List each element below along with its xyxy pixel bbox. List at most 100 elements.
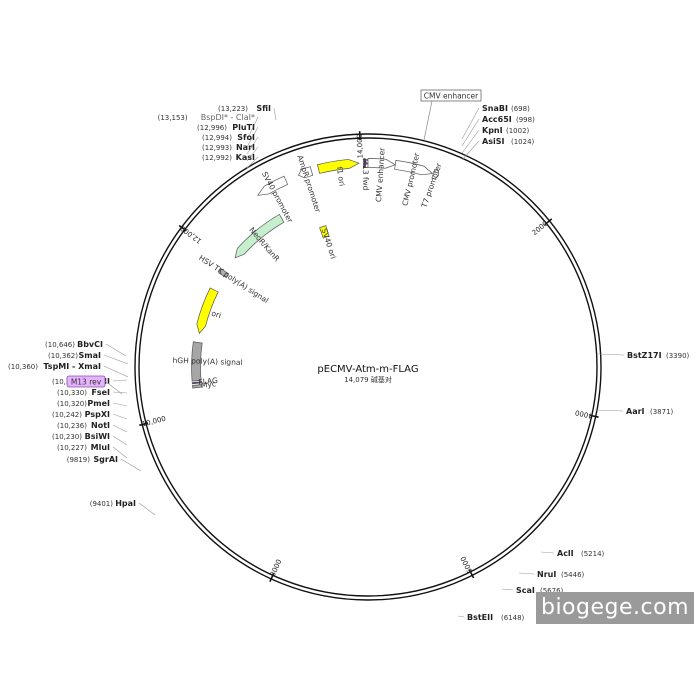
enzyme-leader <box>501 588 514 591</box>
feature-label-hgh-poly-a-signal: hGH poly(A) signal <box>172 356 242 367</box>
enzyme-kpni: KpnI(1002) <box>461 126 530 154</box>
enzyme-leader <box>518 572 535 575</box>
enzyme-leader <box>540 551 555 554</box>
tick-mark <box>139 422 149 427</box>
enzyme-sfii: SfiI (13,223) <box>218 104 277 121</box>
feature-label-myc: Myc <box>200 379 216 390</box>
enzyme-position: (6148) <box>501 614 525 622</box>
enzyme-nrui: NruI(5446) <box>518 570 585 579</box>
enzyme-leader <box>112 379 128 382</box>
enzyme-position: (9819) <box>67 456 91 464</box>
enzyme-name: TspMI - XmaI <box>43 362 101 371</box>
enhancer-box: CMV enhancer <box>420 89 482 141</box>
enzyme-position: (12,993) <box>202 144 232 152</box>
enzyme-pspxi: PspXI(10,242) <box>52 410 128 420</box>
feature-cmv-promoter <box>394 159 434 176</box>
tick-mark <box>589 414 599 418</box>
enzyme-hpai: HpaI(9401) <box>90 499 156 516</box>
enzyme-nari: NarI(12,993) <box>202 143 259 162</box>
enzyme-noti: NotI(10,236) <box>57 421 128 433</box>
feature-sv40-promoter <box>257 175 289 196</box>
enzyme-leader <box>105 343 127 357</box>
enzyme-fsei: FseI (10,330) <box>57 388 128 397</box>
feature-sv40-ori <box>319 225 330 239</box>
enzyme-leader <box>594 409 624 412</box>
enzyme-position: (5676) <box>540 587 564 595</box>
enzyme-position: (10,320) <box>57 400 87 408</box>
enzyme-scai: ScaI (5676) <box>501 586 564 595</box>
enzyme-leader <box>112 402 128 407</box>
enzyme-position: (10,227) <box>57 444 87 452</box>
enzyme-acc65i: Acc65I (998) <box>461 115 535 147</box>
enzyme-name: ScaI <box>516 586 535 595</box>
enzyme-position: (12,996) <box>197 124 227 132</box>
enzyme-name: FseI <box>91 388 110 397</box>
enzyme-leader <box>461 129 480 154</box>
enzyme-leader <box>112 446 128 459</box>
enzyme-name: SfoI <box>237 133 255 142</box>
enzyme-leader <box>246 156 259 169</box>
enzyme-leader <box>461 107 480 140</box>
enzyme-leader <box>597 353 625 356</box>
feature-label-f1-ori: f1 ori <box>335 166 347 187</box>
enzyme-name: PluTI <box>232 123 255 132</box>
enzyme-leader <box>103 365 129 378</box>
plasmid-length: 14,079 碱基对 <box>344 375 392 384</box>
primer-box-label: M13 rev <box>71 378 102 387</box>
enzyme-name: NotI <box>91 421 110 430</box>
feature-label-ori: ori <box>210 309 222 321</box>
enzyme-position: (998) <box>516 116 535 124</box>
enzyme-position: (3871) <box>650 408 674 416</box>
enzyme-leader <box>461 118 480 147</box>
enzyme-pmei: PmeI(10,320) <box>57 399 128 408</box>
enzyme-leader <box>112 424 128 433</box>
enzyme-name: SfiI <box>256 104 271 113</box>
enzyme-name: BspDI* - ClaI* <box>201 113 255 122</box>
feature-m13-fwd <box>363 158 367 168</box>
enzyme-name: PspXI <box>85 410 110 419</box>
enzyme-leader <box>246 126 259 148</box>
feature-label-cmv-promoter: CMV promoter <box>400 151 421 207</box>
enzyme-name: PmeI <box>87 399 110 408</box>
feature-label-sv40-ori: SV40 ori <box>320 227 338 260</box>
enzyme-sfoi: SfoI(12,994) <box>202 133 259 155</box>
feature-myc <box>192 384 203 389</box>
enzyme-acli: AclI(5214) <box>540 549 605 558</box>
enzyme-position: (3390) <box>666 352 690 360</box>
enzyme-position: (13,153) <box>158 114 188 122</box>
enzyme-position: (5214) <box>581 550 605 558</box>
enzyme-leader <box>112 435 128 446</box>
enzyme-asisi: AsiSI(1024) <box>461 137 535 161</box>
tick-label: 4000 <box>574 408 593 420</box>
primer-box-m13-rev: M13 rev <box>66 375 123 395</box>
feature-hsv-tk-poly-a-signal <box>218 268 230 279</box>
feature-label-m13-fwd: M13 fwd <box>361 159 370 191</box>
enzyme-name: Acc65I <box>482 115 512 124</box>
enzyme-name: BstEII <box>467 613 493 622</box>
watermark: biogege.com <box>536 592 694 624</box>
feature-hgh-poly-a-signal <box>191 341 203 382</box>
feature-neor-kanr <box>234 213 285 259</box>
enzyme-aari: AarI (3871) <box>594 407 674 416</box>
enzyme-name: HpaI <box>115 499 136 508</box>
enzyme-position: (10,330) <box>57 389 87 397</box>
enzyme-bstz17i: BstZ17I (3390) <box>597 351 690 360</box>
enzyme-position: (10,360) <box>8 363 38 371</box>
feature-ampr-promoter <box>298 166 314 179</box>
enzyme-name: AarI <box>626 407 645 416</box>
enzyme-name: BstZ17I <box>627 351 662 360</box>
enzyme-name: NruI <box>537 570 556 579</box>
tick-label: 14,000 <box>356 134 365 159</box>
enzyme-pluti: PluTI (12,996) <box>197 123 259 148</box>
enhancer-box-label: CMV enhancer <box>424 92 479 101</box>
tick-label: 6000 <box>459 555 474 575</box>
enzyme-position: (13,223) <box>218 105 248 113</box>
enzyme-snabi: SnaBI(698) <box>461 104 530 140</box>
enzyme-leader <box>103 354 129 365</box>
enzyme-tspmi-xmai: TspMI - XmaI (10,360) <box>8 362 129 378</box>
enzyme-name: SgrAI <box>93 455 118 464</box>
feature-label-flag: FLAG <box>198 376 218 387</box>
enzyme-leader <box>246 136 259 155</box>
feature-t7-promoter <box>431 169 439 180</box>
enzyme-smai: SmaI(10,362) <box>48 351 129 365</box>
